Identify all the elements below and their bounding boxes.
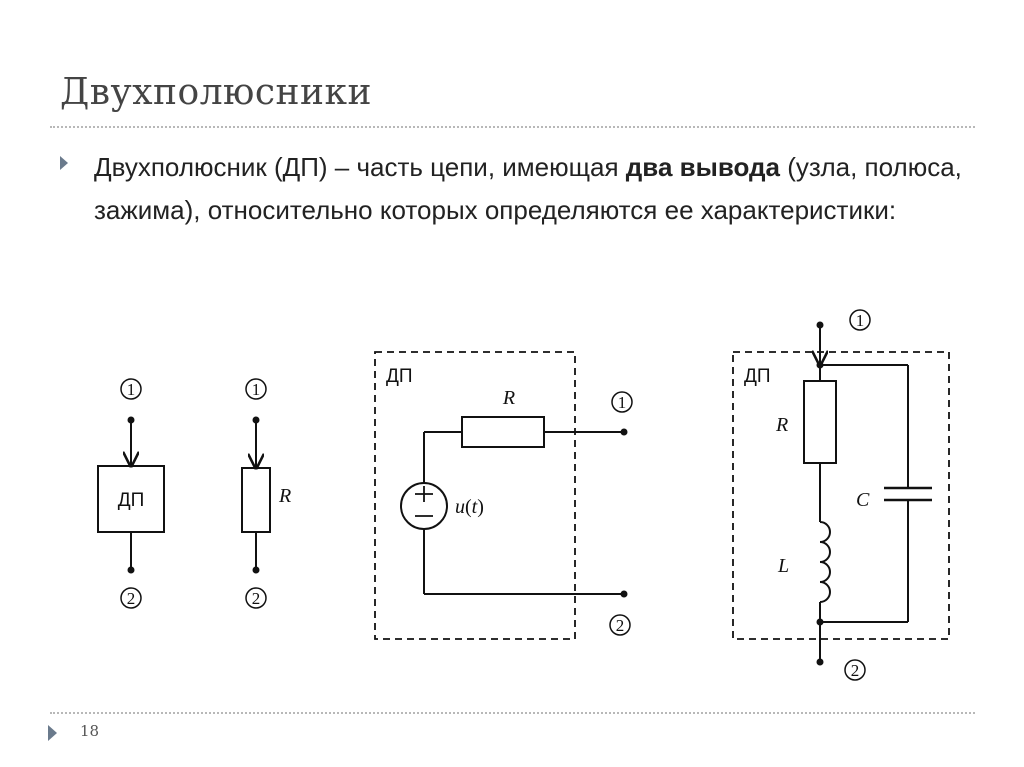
bullet-text: Двухполюсник (ДП) – часть цепи, имеющая … [94,146,974,232]
title-divider [50,126,975,128]
bullet-text-part1: Двухполюсник (ДП) – часть цепи, имеющая [94,152,626,182]
dp-dashed-box [374,351,576,640]
terminal-label-1: 1 [856,311,865,330]
inductor-label: L [777,555,789,577]
resistor-label: R [502,387,515,409]
resistor-label: R [775,414,788,436]
terminal-circle-2 [844,659,866,681]
block-label: ДП [118,490,145,511]
page-number: 18 [80,722,100,740]
terminal-label-2: 2 [127,589,136,608]
terminal-circle-1 [611,391,633,413]
terminal-circle-1 [849,309,871,331]
terminal-circle-2 [245,587,267,609]
figure-rlc-circuit [732,309,950,681]
terminal-label-2: 2 [851,661,860,680]
terminal-label-1: 1 [127,380,136,399]
box-label: ДП [386,366,413,387]
bullet-item: Двухполюсник (ДП) – часть цепи, имеющая … [60,146,962,232]
terminal-circle-2 [609,614,631,636]
source-label: u(t) [455,496,484,518]
footer-divider [50,712,975,714]
slide-title: Двухполюсники [60,72,373,113]
bullet-text-part2: (узла, полюса, зажима), относительно кот… [94,152,962,225]
resistor-label: R [278,485,291,507]
figure-resistor [241,378,271,609]
terminal-label-2: 2 [252,589,261,608]
terminal-label-1: 1 [252,380,261,399]
resistor-symbol [461,416,545,448]
terminal-label-1: 1 [618,393,627,412]
box-label: ДП [744,366,771,387]
resistor-symbol [803,380,837,464]
bullet-arrow-icon [60,156,68,170]
inductor-symbol [819,521,831,603]
page-arrow-icon [48,725,57,741]
terminal-circle-2 [120,587,142,609]
figure-block-dp [97,378,165,609]
terminal-label-2: 2 [616,616,625,635]
figure-source-circuit [374,351,633,640]
capacitor-label: C [856,489,870,511]
resistor-symbol [241,467,271,533]
bullet-text-bold: два вывода [625,152,780,182]
terminal-circle-1 [120,378,142,400]
terminal-circle-1 [245,378,267,400]
dp-dashed-box [732,351,950,640]
